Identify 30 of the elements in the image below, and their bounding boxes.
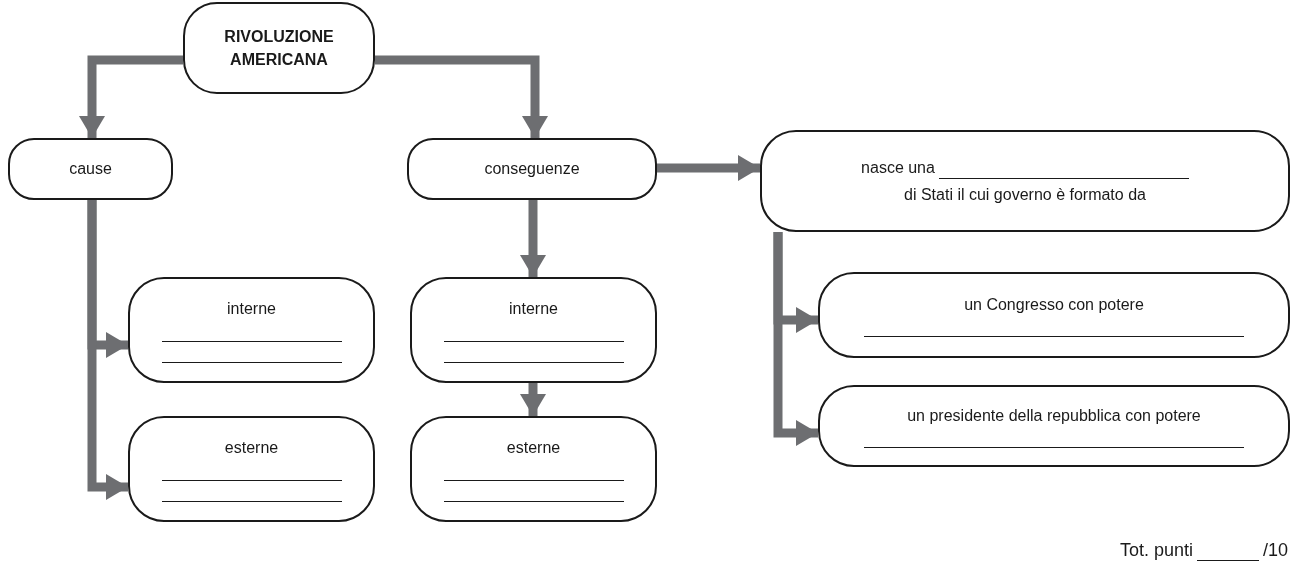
node-text: un Congresso con potere bbox=[964, 294, 1144, 315]
rounded-box bbox=[410, 277, 657, 383]
node-text: un presidente della repubblica con potere bbox=[907, 405, 1201, 426]
rounded-box bbox=[128, 416, 375, 522]
arrow bbox=[375, 55, 548, 138]
rounded-box bbox=[407, 138, 657, 200]
node-text: esterne bbox=[506, 438, 561, 459]
rounded-box bbox=[818, 272, 1290, 358]
arrow bbox=[773, 232, 818, 446]
node-text: interne bbox=[509, 299, 558, 320]
rounded-box bbox=[760, 130, 1290, 232]
arrow bbox=[520, 200, 546, 277]
node-text: conseguenze bbox=[484, 159, 580, 180]
arrow bbox=[657, 155, 760, 181]
score-label: Tot. punti bbox=[1119, 540, 1193, 561]
node-text: interne bbox=[227, 299, 276, 320]
node-text: esterne bbox=[224, 438, 279, 459]
node-text: nasce una bbox=[861, 157, 935, 178]
rounded-box bbox=[128, 277, 375, 383]
score-label: /10 bbox=[1262, 540, 1288, 561]
node-text: RIVOLUZIONE AMERICANA bbox=[223, 26, 335, 70]
node-text: di Stati il cui governo è formato da bbox=[904, 185, 1146, 205]
arrow bbox=[520, 383, 546, 416]
rounded-box bbox=[183, 2, 375, 94]
rounded-box bbox=[818, 385, 1290, 467]
node-text: cause bbox=[69, 159, 112, 180]
rounded-box bbox=[410, 416, 657, 522]
arrow bbox=[79, 55, 183, 138]
rounded-box bbox=[8, 138, 173, 200]
arrow bbox=[87, 200, 128, 500]
